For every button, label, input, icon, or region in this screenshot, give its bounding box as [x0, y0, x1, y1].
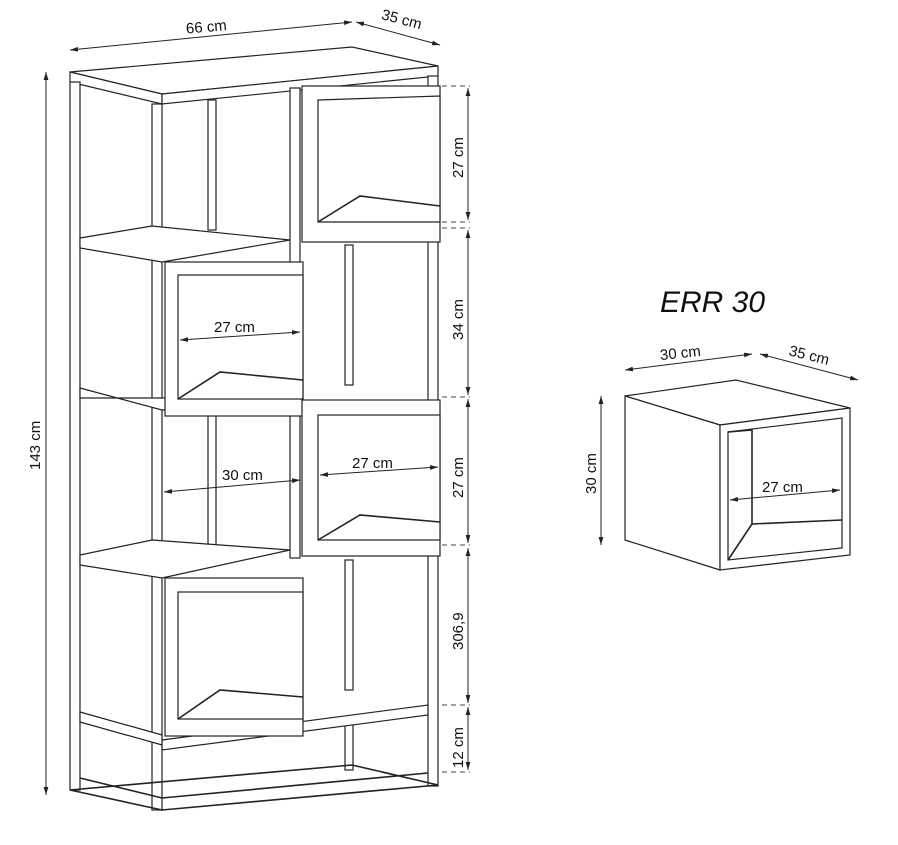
bookshelf-drawing: 66 cm 35 cm 143 cm 27 cm 34 cm 27 cm 306…: [27, 6, 471, 811]
cube-middle-right: [301, 399, 441, 557]
dim-section-2: 34 cm: [450, 299, 467, 340]
post-front-left: [151, 103, 163, 811]
dim-section-1: 27 cm: [450, 137, 467, 178]
dim-section-4: 306,9: [450, 612, 467, 650]
dim-section-5: 12 cm: [450, 727, 467, 768]
product-title: ERR 30: [660, 286, 765, 319]
dim-width: 66 cm: [185, 17, 227, 37]
dim-height: 143 cm: [27, 421, 44, 470]
post-back-left: [69, 81, 81, 791]
dim-depth: 35 cm: [380, 6, 424, 33]
cube-side: [624, 395, 721, 571]
cube-bottom-left: [164, 577, 304, 737]
cube-middle-left: [164, 261, 304, 417]
cube-dim-inner: 27 cm: [762, 479, 803, 496]
cube-dim-height: 30 cm: [583, 453, 600, 494]
cube-top-right: [301, 85, 441, 243]
cube-dim-depth: 35 cm: [787, 342, 831, 368]
dim-cube-inner-right: 27 cm: [352, 455, 393, 472]
shelf: [79, 225, 291, 263]
dim-column-width: 30 cm: [222, 467, 263, 484]
err30-cube-drawing: ERR 30 30 cm 35 cm 30 cm 27 cm: [583, 286, 859, 571]
dim-section-3: 27 cm: [450, 457, 467, 498]
dim-cube-inner-upper: 27 cm: [214, 319, 255, 336]
cube-dim-width: 30 cm: [659, 343, 701, 364]
